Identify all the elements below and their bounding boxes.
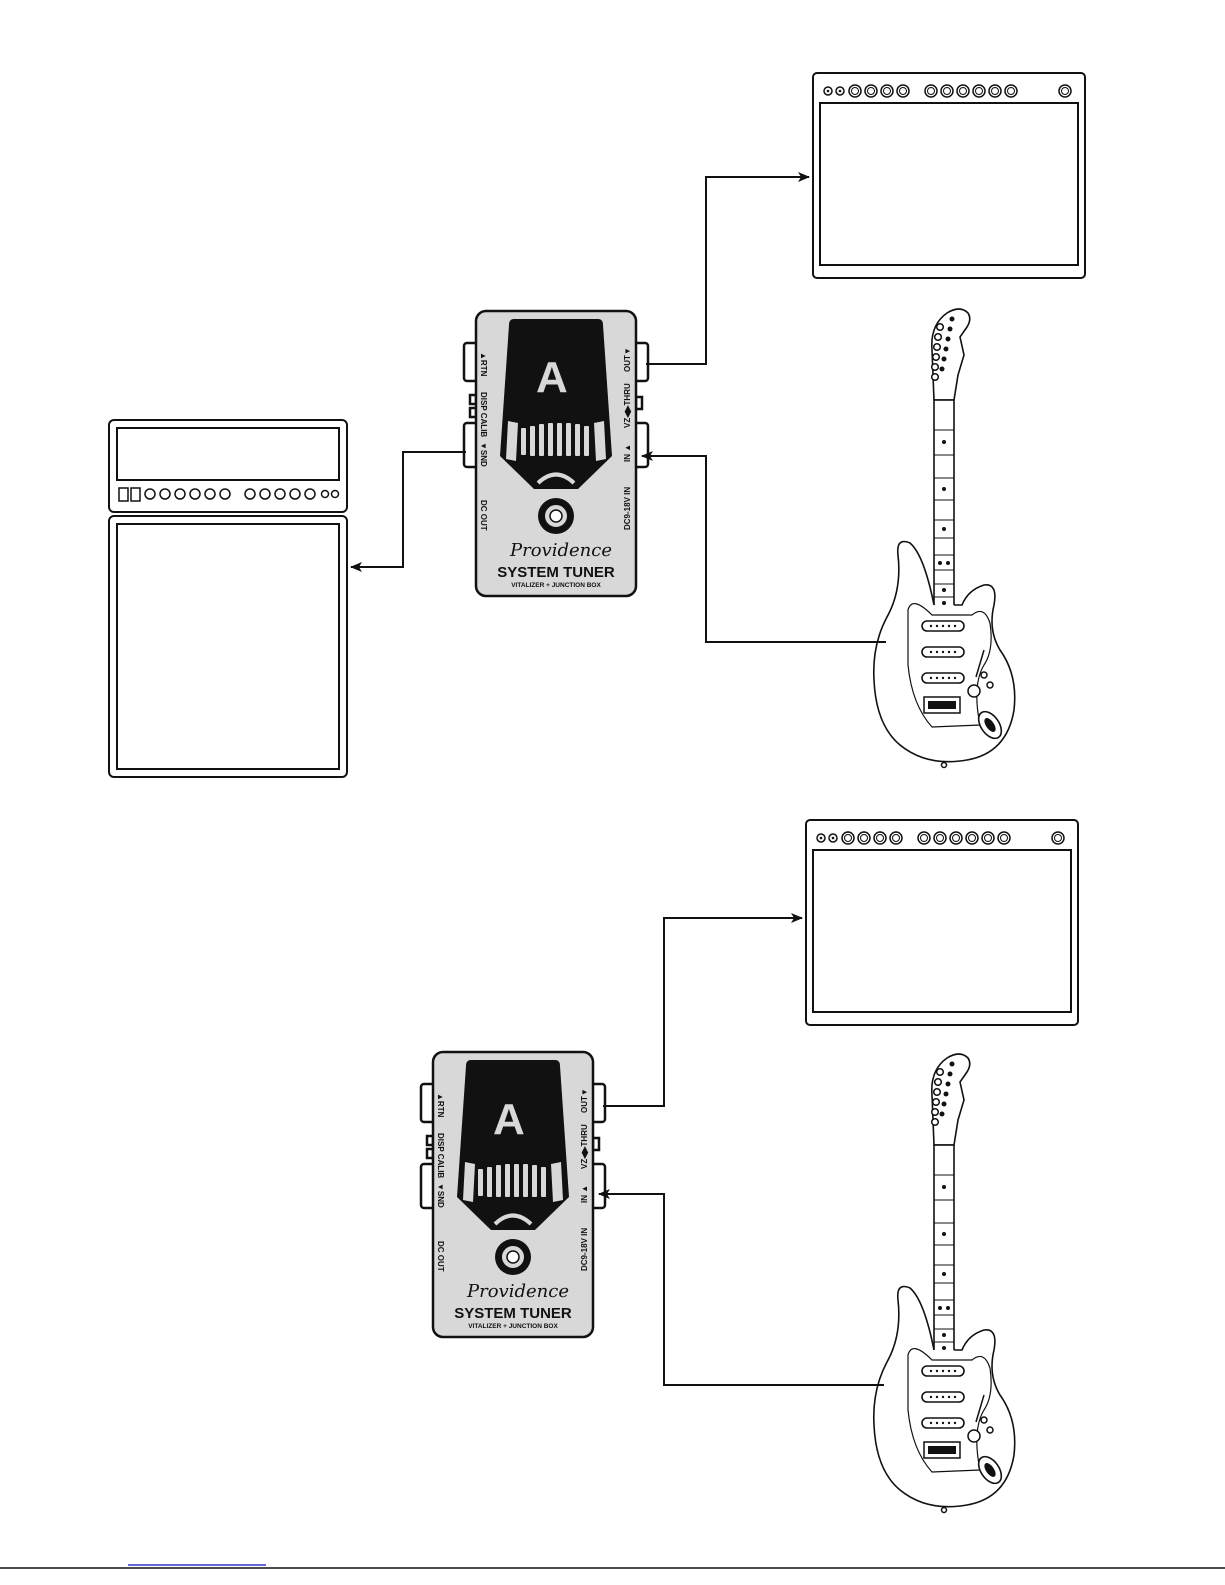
label-vz-thru: VZ◀▶THRU xyxy=(623,383,632,428)
tuner-display-note: A xyxy=(536,353,568,402)
label-disp-calib: DISP CALIB xyxy=(479,392,488,437)
cable-out-to-combo xyxy=(646,177,809,364)
electric-guitar-1 xyxy=(874,309,1015,768)
label-in: IN ▲ xyxy=(623,444,632,462)
pedal-model: SYSTEM TUNER xyxy=(497,564,615,581)
label-snd: ▼SND xyxy=(479,442,488,467)
label-rtn: ▲RTN xyxy=(479,352,488,377)
pedal-brand: Providence xyxy=(509,540,612,561)
pedal-subtitle: VITALIZER + JUNCTION BOX xyxy=(511,582,601,589)
label-in: IN ▲ xyxy=(580,1185,589,1203)
amp-cabinet xyxy=(109,516,347,777)
system-tuner-pedal-1: A Providence SYSTEM TUNER VITALIZER + JU… xyxy=(464,311,648,596)
label-dc-out: DC OUT xyxy=(436,1241,445,1272)
setup-1: A Providence SYSTEM TUNER VITALIZER + JU… xyxy=(109,73,1085,777)
label-dc-in: DC9-18V IN xyxy=(623,487,632,530)
label-vz-thru: VZ◀▶THRU xyxy=(580,1124,589,1169)
label-dc-out: DC OUT xyxy=(479,500,488,531)
setup-2: A Providence SYSTEM TUNER VITALIZER + JU… xyxy=(421,820,1078,1513)
label-disp-calib: DISP CALIB xyxy=(436,1133,445,1178)
label-out: OUT▼ xyxy=(580,1088,589,1113)
combo-amp-2 xyxy=(806,820,1078,1025)
cable-guitar-to-in xyxy=(599,1194,884,1385)
pedal-brand: Providence xyxy=(466,1281,569,1302)
label-snd: ▼SND xyxy=(436,1183,445,1208)
pedal-model: SYSTEM TUNER xyxy=(454,1305,572,1322)
pedal-subtitle: VITALIZER + JUNCTION BOX xyxy=(468,1323,558,1330)
label-rtn: ▲RTN xyxy=(436,1093,445,1118)
label-out: OUT▼ xyxy=(623,347,632,372)
combo-amp-1 xyxy=(813,73,1085,278)
cable-out-to-combo xyxy=(603,918,802,1106)
cable-snd-to-amp xyxy=(351,452,466,567)
tuner-display-note: A xyxy=(493,1095,525,1144)
amp-head xyxy=(109,420,347,512)
label-dc-in: DC9-18V IN xyxy=(580,1228,589,1271)
cable-guitar-to-in xyxy=(642,456,886,642)
electric-guitar-2 xyxy=(874,1054,1015,1513)
system-tuner-pedal-2: A Providence SYSTEM TUNER VITALIZER + JU… xyxy=(421,1052,605,1337)
